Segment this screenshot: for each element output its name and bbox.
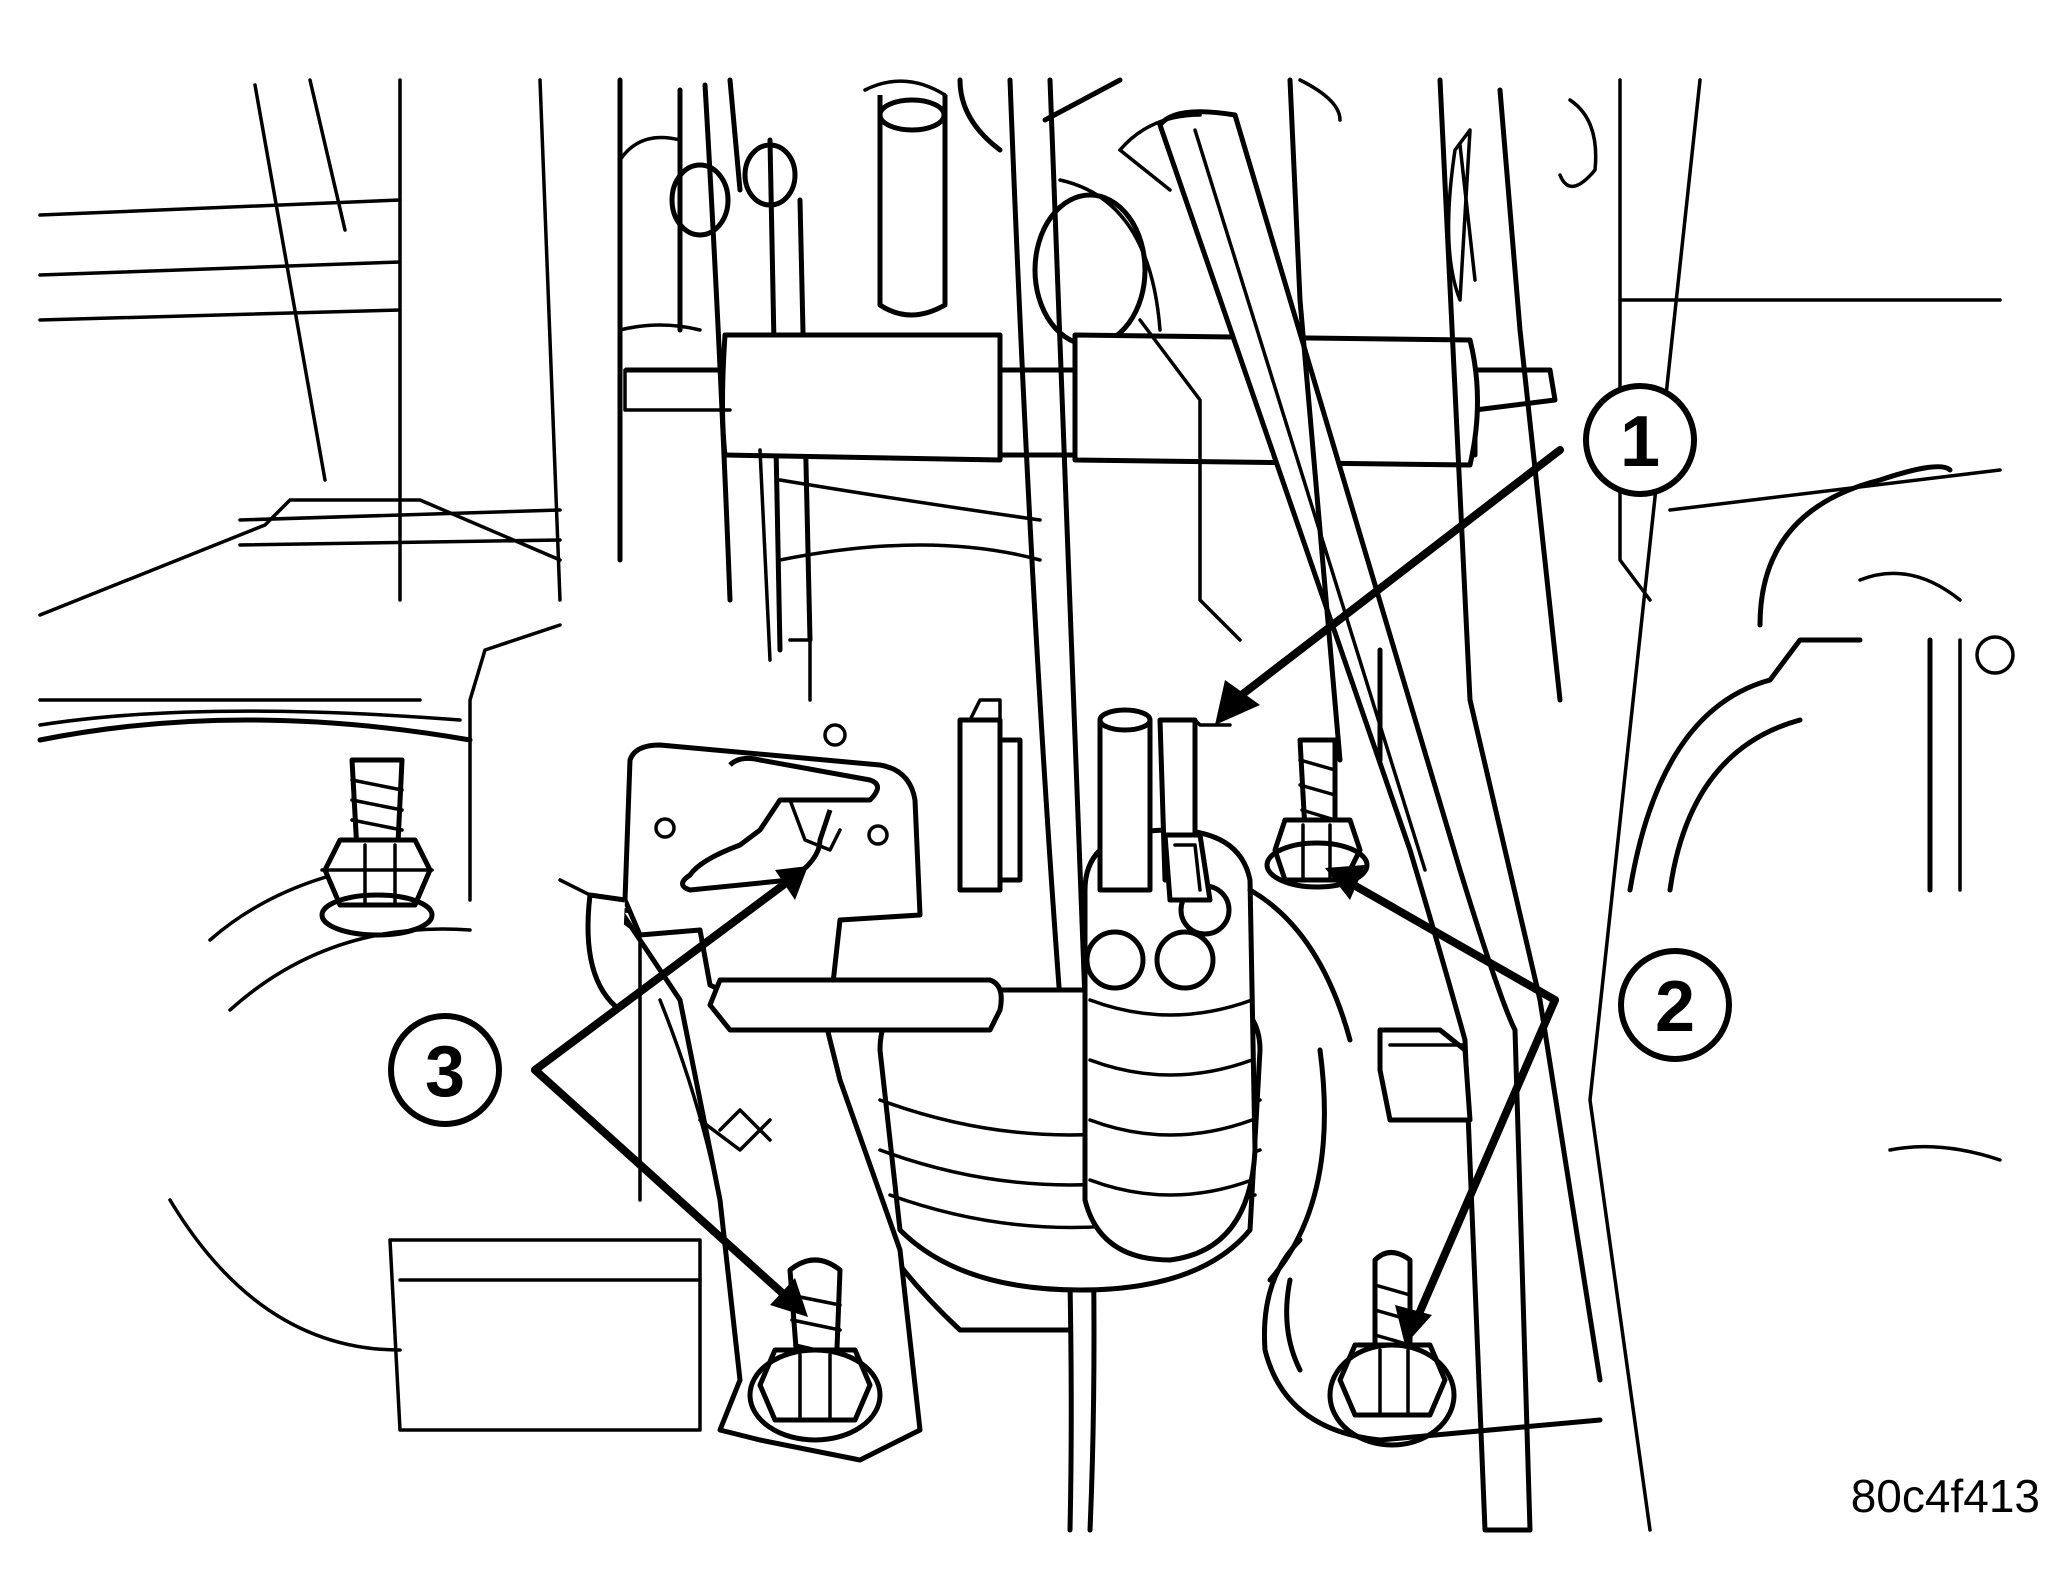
leader-line-2b (1408, 996, 1559, 1334)
callout-2: 2 (1618, 948, 1732, 1062)
callout-3-label: 3 (425, 1032, 465, 1112)
cable-bracket (1377, 1027, 1473, 1123)
leader-line-1 (1231, 446, 1564, 704)
figure-code: 80c4f413 (1851, 1470, 2040, 1522)
leader-line-3a (531, 876, 794, 1074)
leader-lines (531, 446, 1564, 1345)
arrowhead-3a (775, 866, 808, 900)
lower-right-stud-bolt (1261, 1237, 1603, 1448)
leader-line-2a (1341, 876, 1559, 1004)
callout-3: 3 (388, 1013, 502, 1127)
arrowhead-3b (770, 1278, 808, 1317)
pivot-shaft (957, 698, 1023, 893)
left-dash-panel (37, 78, 702, 1432)
callout-1-label: 1 (1620, 402, 1660, 482)
upper-right-stud-bolt (1264, 737, 1370, 890)
arrowhead-2a (1325, 865, 1365, 900)
switch-plate (585, 723, 1004, 1033)
arrowhead-2b (1395, 1305, 1432, 1345)
callout-2-label: 2 (1655, 967, 1695, 1047)
pedal-arm (617, 907, 923, 1463)
center-rod (1007, 77, 1097, 1533)
left-stud-bolt (319, 757, 435, 938)
lower-left-stud-bolt (747, 1257, 883, 1443)
right-background-panel (1558, 98, 2015, 1162)
retaining-clip (1157, 717, 1232, 903)
leader-line-3b (531, 1066, 794, 1304)
callout-1: 1 (1583, 383, 1697, 497)
arrowhead-1 (1215, 680, 1260, 725)
pedal-bracket-upper (617, 77, 1558, 702)
